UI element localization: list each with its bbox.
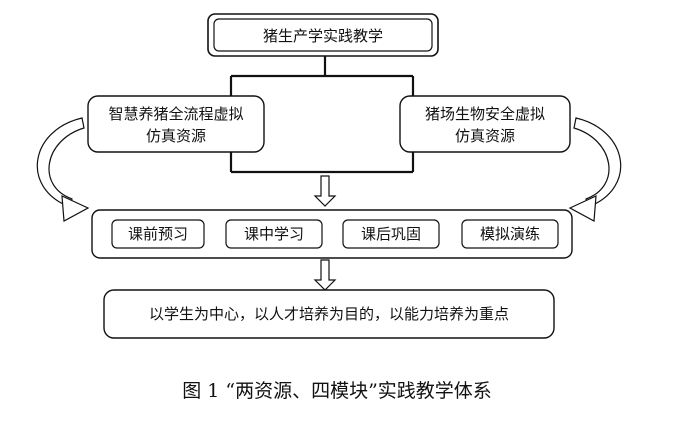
module-label: 模拟演练 [480, 225, 540, 243]
module-box: 模拟演练 [461, 219, 559, 249]
right-resource-line2: 仿真资源 [455, 127, 515, 145]
right-resource-box: 猪场生物安全虚拟 仿真资源 [399, 95, 571, 153]
top-box: 猪生产学实践教学 [207, 13, 439, 57]
goal-box: 以学生为中心，以人才培养为目的，以能力培养为重点 [103, 289, 555, 339]
left-resource-line2: 仿真资源 [146, 127, 206, 145]
module-box: 课中学习 [225, 219, 323, 249]
down-arrow-icon [313, 175, 337, 207]
right-curved-arrow-icon [568, 117, 622, 222]
left-resource-box: 智慧养猪全流程虚拟 仿真资源 [87, 95, 265, 153]
right-resource-line1: 猪场生物安全虚拟 [425, 105, 545, 123]
module-label: 课后巩固 [361, 225, 421, 243]
figure-caption: 图 1 “两资源、四模块”实践教学体系 [182, 380, 492, 402]
down-arrow-icon [313, 259, 337, 291]
left-curved-arrow-icon [36, 117, 90, 222]
top-box-label: 猪生产学实践教学 [263, 27, 383, 45]
module-label: 课中学习 [244, 225, 304, 243]
left-resource-line1: 智慧养猪全流程虚拟 [108, 105, 243, 123]
module-label: 课前预习 [128, 225, 188, 243]
goal-label: 以学生为中心，以人才培养为目的，以能力培养为重点 [149, 305, 509, 323]
modules-container: 课前预习 课中学习 课后巩固 模拟演练 [91, 209, 573, 259]
module-box: 课前预习 [111, 219, 205, 249]
module-box: 课后巩固 [342, 219, 440, 249]
connector-lines [229, 56, 415, 174]
